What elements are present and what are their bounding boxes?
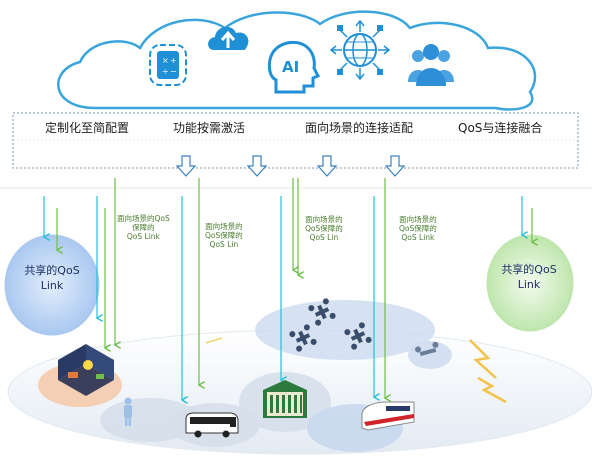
bus-icon bbox=[185, 412, 239, 438]
smart-home-icon bbox=[58, 344, 114, 396]
cyan-link-arrows bbox=[44, 196, 522, 400]
svg-text:×: × bbox=[162, 56, 169, 65]
cloud-upload-icon bbox=[208, 26, 249, 50]
svg-text:−: − bbox=[170, 67, 177, 76]
factory-building-icon bbox=[263, 380, 307, 418]
feature-box bbox=[12, 112, 579, 169]
lightning-icon bbox=[469, 339, 507, 404]
calculator-icon: × + ÷ − bbox=[149, 44, 187, 86]
drone-icon bbox=[289, 298, 439, 357]
green-link-arrows bbox=[57, 178, 532, 398]
ai-head-icon: AI bbox=[267, 40, 321, 94]
feature-label-scenario-adaptation: 面向场景的连接适配 bbox=[305, 121, 414, 135]
shared-link-bubble-left bbox=[4, 234, 100, 336]
feature-label-qos-fusion: QoS与连接融合 bbox=[458, 121, 543, 135]
globe-network-icon bbox=[329, 19, 391, 81]
svg-text:÷: ÷ bbox=[162, 67, 169, 76]
shared-link-bubble-right bbox=[486, 234, 574, 332]
high-speed-train-icon bbox=[361, 401, 415, 431]
svg-text:+: + bbox=[170, 56, 177, 65]
person-icon bbox=[124, 397, 132, 426]
down-arrow-icon bbox=[175, 155, 406, 177]
feature-label-custom-config: 定制化至简配置 bbox=[45, 121, 130, 135]
svg-text:AI: AI bbox=[282, 58, 299, 76]
feature-label-on-demand-activation: 功能按需激活 bbox=[173, 121, 246, 135]
user-group-icon bbox=[408, 44, 454, 86]
